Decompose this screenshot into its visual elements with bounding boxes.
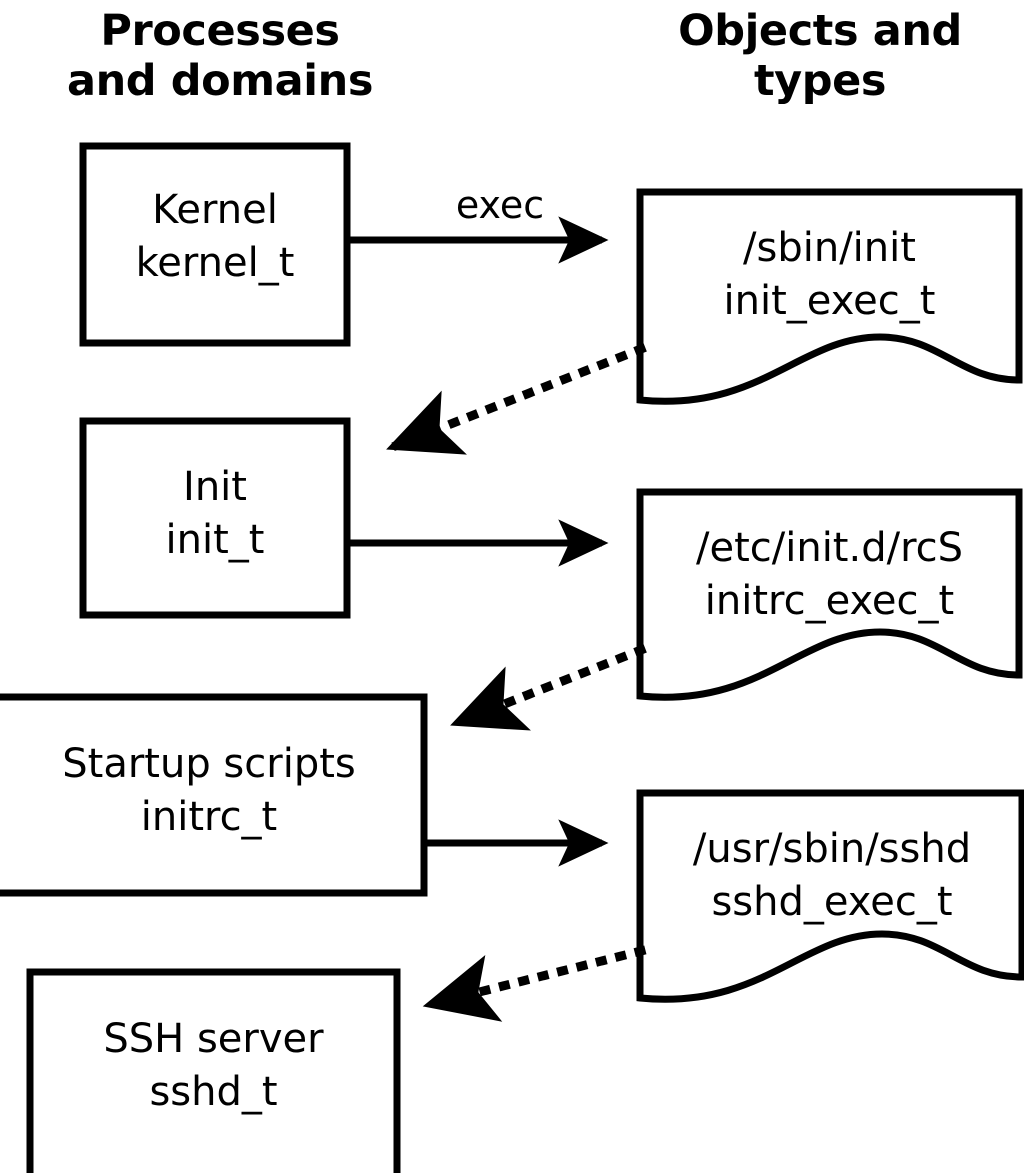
- column-header-processes: Processes and domains: [66, 6, 374, 106]
- process-box-initrc[interactable]: [0, 693, 428, 897]
- column-header-objects: Objects and types: [678, 6, 962, 106]
- process-box-sshd[interactable]: [26, 968, 401, 1173]
- edge-label-exec: exec: [455, 183, 545, 227]
- edge-initrc-exec-transition-initrc: [450, 644, 647, 731]
- edge-sshd-exec-transition-sshd: [422, 945, 647, 1022]
- object-doc-initrc-exec[interactable]: [636, 488, 1023, 701]
- object-doc-init-exec[interactable]: [636, 188, 1023, 405]
- process-box-init[interactable]: [79, 417, 351, 619]
- edge-init-exec-transition-init: [386, 343, 647, 455]
- object-doc-sshd-exec[interactable]: [636, 789, 1024, 1003]
- process-box-kernel[interactable]: [79, 142, 351, 347]
